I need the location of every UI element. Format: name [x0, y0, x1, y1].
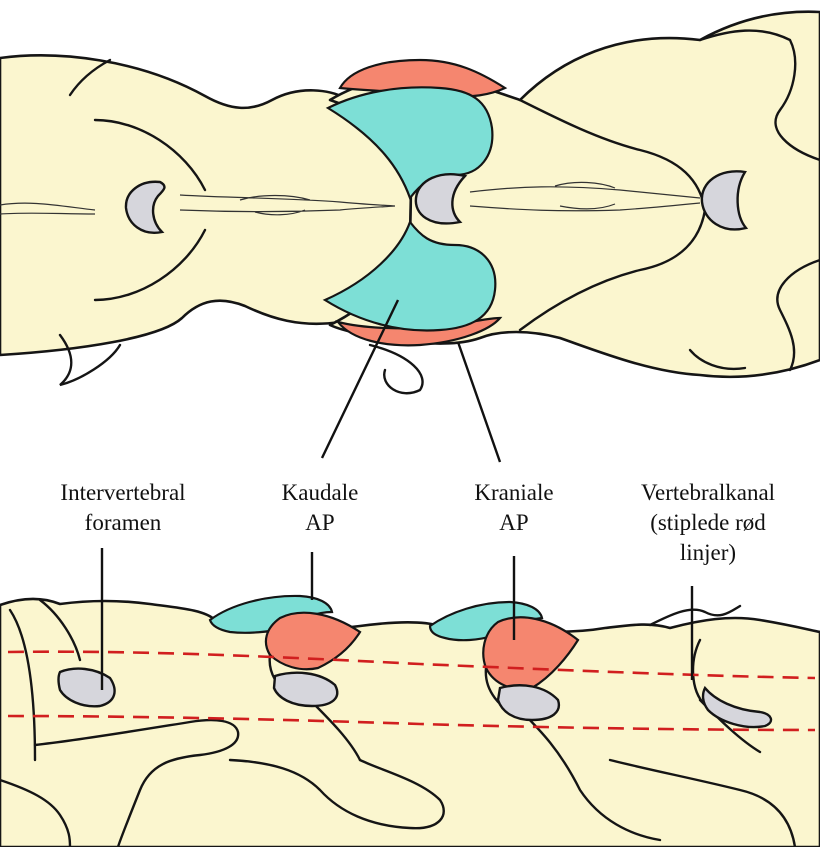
- lateral-view: [0, 548, 820, 847]
- label-intervertebral-line2: foramen: [85, 510, 162, 535]
- label-vertebralkanal-line2: (stiplede rød: [650, 510, 766, 535]
- label-vertebralkanal-line3: linjer): [680, 540, 736, 565]
- label-kraniale-line1: Kraniale: [474, 480, 553, 505]
- labels: Intervertebral foramen Kaudale AP Krania…: [60, 480, 775, 565]
- kraniale-ap-leader-top: [458, 342, 500, 462]
- label-kraniale-line2: AP: [499, 510, 528, 535]
- label-intervertebral-line1: Intervertebral: [60, 480, 185, 505]
- label-kaudale-line1: Kaudale: [282, 480, 359, 505]
- dorsal-middle-lower-process: [370, 345, 423, 393]
- label-vertebralkanal-line1: Vertebralkanal: [641, 480, 775, 505]
- dorsal-view: [0, 12, 820, 462]
- label-kaudale-line2: AP: [305, 510, 334, 535]
